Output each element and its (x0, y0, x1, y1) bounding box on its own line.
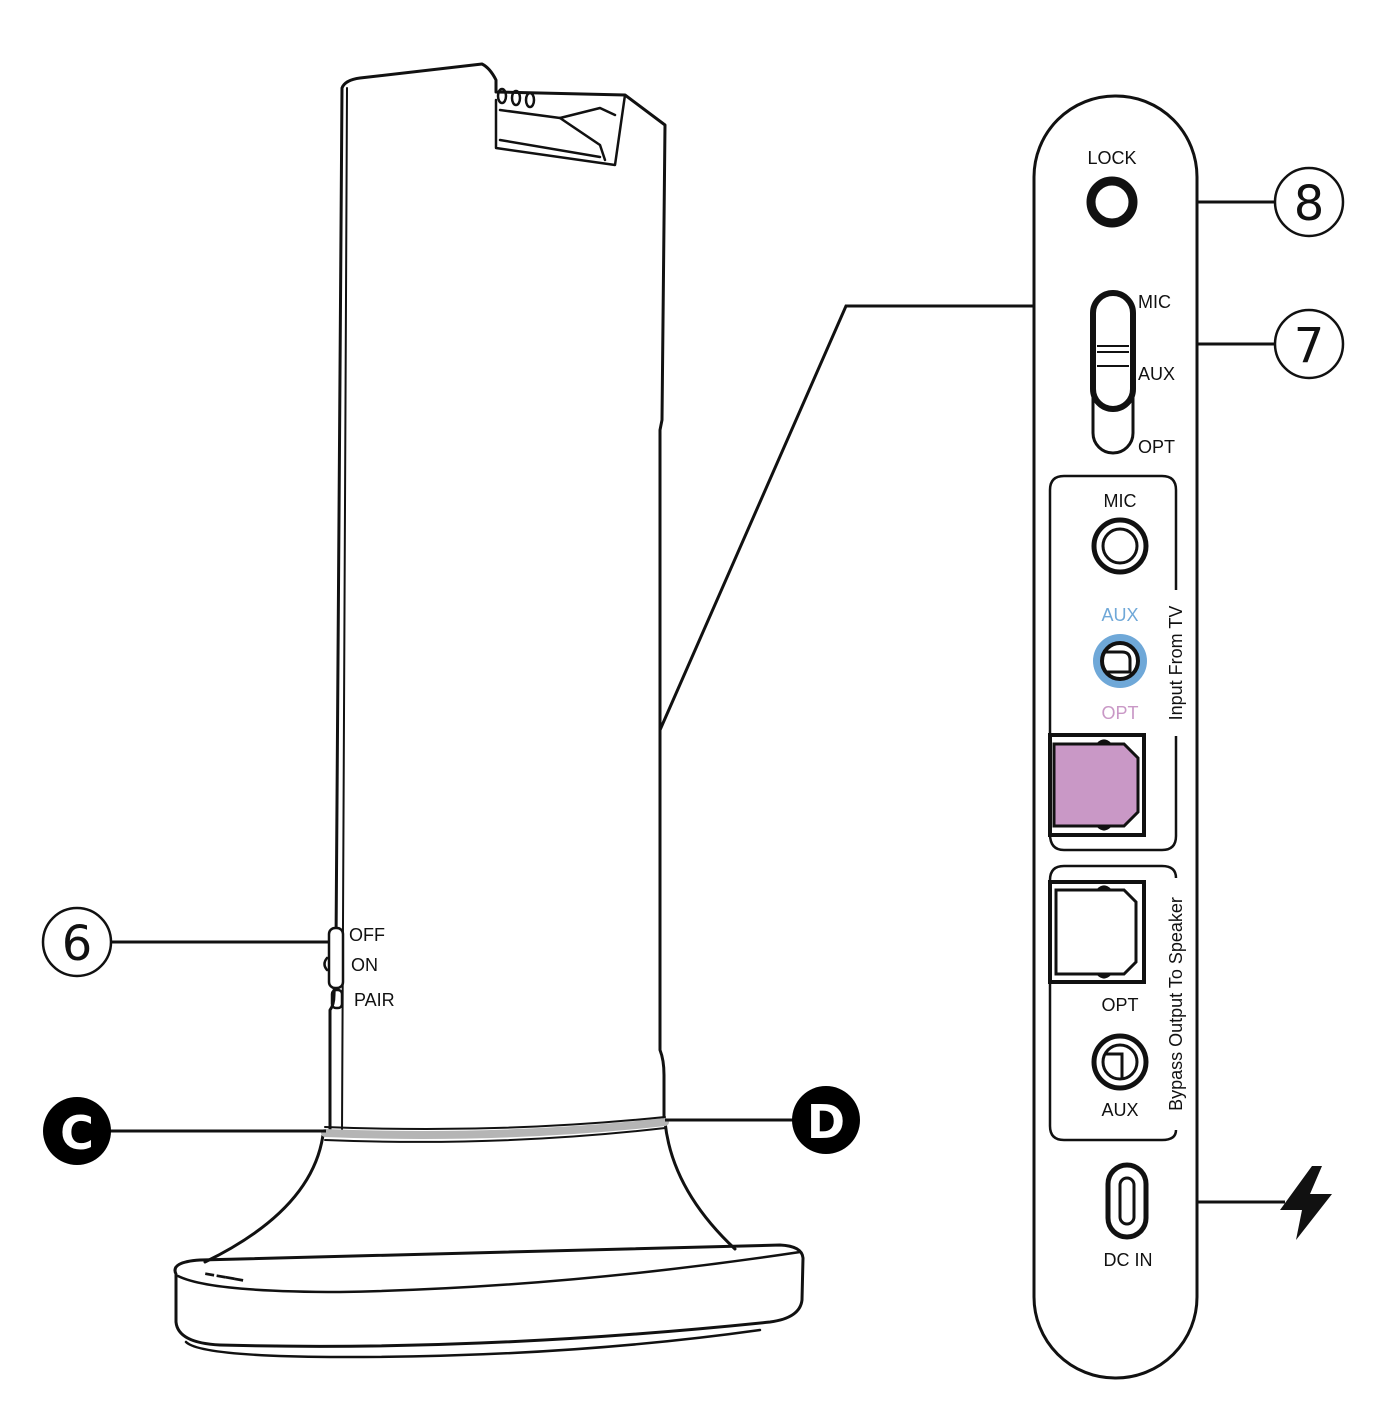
callout-7: 7 (1123, 308, 1345, 380)
power-switch-pair-label: PAIR (354, 990, 395, 1010)
dc-in-label: DC IN (1104, 1250, 1153, 1270)
bypass-opt-label: OPT (1101, 995, 1138, 1015)
selector-aux-label: AUX (1138, 364, 1175, 384)
input-aux-label: AUX (1101, 605, 1138, 625)
selector-opt-label: OPT (1138, 437, 1175, 457)
transmitter-unit: ▬ ▬▬▬ (173, 62, 805, 1359)
lightning-bolt-icon (1280, 1166, 1332, 1240)
callout-d: D (665, 1086, 860, 1154)
optical-output-port (1048, 880, 1146, 984)
aux-output-jack (1091, 1033, 1149, 1091)
aux-input-jack (1093, 634, 1147, 688)
callout-c-text: C (60, 1106, 94, 1160)
column-body (328, 62, 667, 1134)
input-group-box (1048, 474, 1178, 852)
power-switch (323, 926, 345, 1010)
input-selector-switch (1090, 290, 1136, 455)
top-connector (494, 87, 627, 167)
panel-leader-line (658, 304, 1046, 731)
optical-input-port (1048, 733, 1146, 837)
base-disk-bottom (184, 1328, 762, 1359)
callout-8-text: 8 (1294, 176, 1325, 232)
callout-c: C (43, 1097, 326, 1165)
lock-button (1086, 176, 1138, 228)
bypass-aux-label: AUX (1101, 1100, 1138, 1120)
bypass-group-box (1048, 864, 1178, 1142)
input-group-title: Input From TV (1166, 606, 1186, 721)
input-mic-label: MIC (1104, 491, 1137, 511)
callout-7-text: 7 (1294, 318, 1325, 374)
input-opt-label: OPT (1101, 703, 1138, 723)
power-switch-on-label: ON (351, 955, 378, 975)
side-panel (1032, 94, 1199, 1380)
mic-input-jack (1091, 517, 1149, 575)
base-disk (173, 1243, 805, 1348)
base-disk-top-edge (176, 1250, 802, 1294)
dc-in-port (1105, 1162, 1149, 1240)
base-collar (203, 1120, 737, 1264)
callout-8: 8 (1134, 166, 1345, 238)
callout-6-text: 6 (62, 916, 93, 972)
callout-d-text: D (807, 1095, 845, 1149)
bypass-group-title: Bypass Output To Speaker (1166, 897, 1186, 1111)
callout-6: 6 (41, 906, 330, 978)
selector-mic-label: MIC (1138, 292, 1171, 312)
lock-label: LOCK (1087, 148, 1136, 168)
led-ring (321, 1118, 669, 1139)
power-switch-off-label: OFF (349, 925, 385, 945)
